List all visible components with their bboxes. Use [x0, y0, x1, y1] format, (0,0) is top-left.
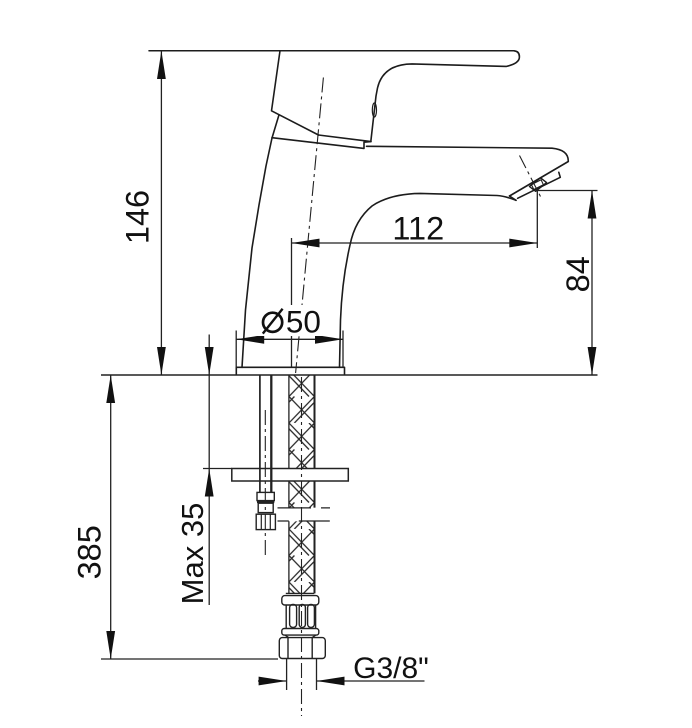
- svg-text:385: 385: [72, 525, 108, 579]
- svg-text:84: 84: [560, 256, 596, 292]
- svg-text:112: 112: [392, 211, 444, 247]
- svg-text:Max 35: Max 35: [175, 503, 210, 605]
- svg-text:G3/8": G3/8": [353, 652, 429, 685]
- svg-text:146: 146: [119, 190, 155, 244]
- svg-text:50: 50: [286, 304, 321, 340]
